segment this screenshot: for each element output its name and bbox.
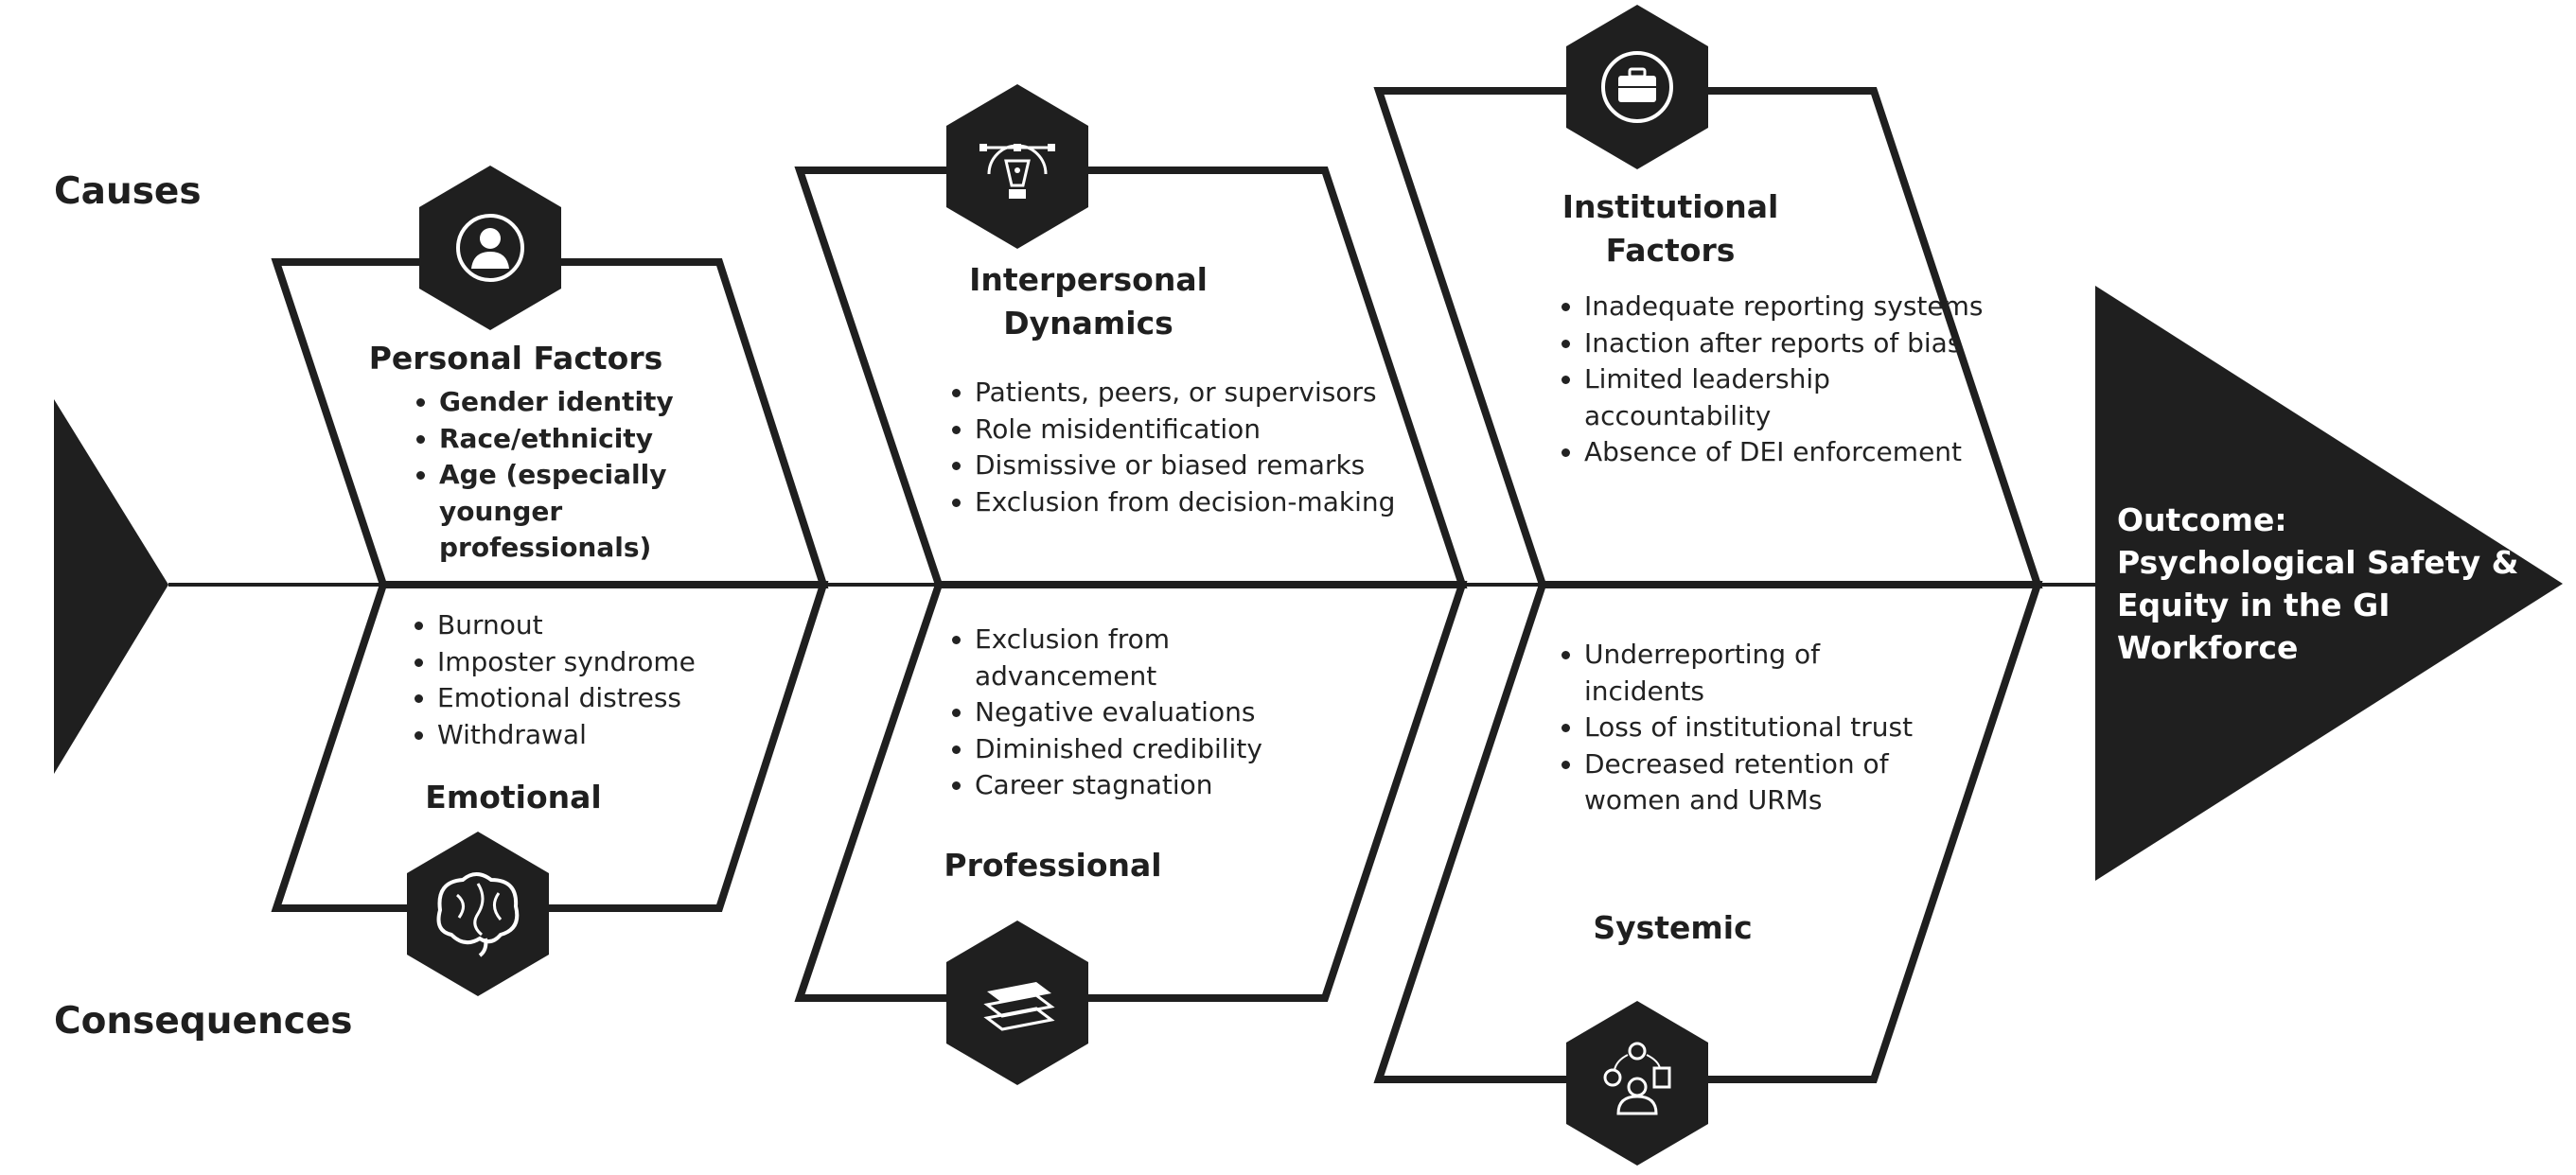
list-item: Patients, peers, or supervisors <box>975 375 1448 412</box>
outcome-line: Outcome: <box>2117 501 2287 538</box>
list-item: Age (especially younger professionals) <box>439 457 723 567</box>
outcome-line: Equity in the GI <box>2117 587 2391 623</box>
professional-heading: Professional <box>944 847 1162 884</box>
emotional-list: Burnout Imposter syndrome Emotional dist… <box>397 607 778 753</box>
outcome-arrowhead <box>2095 286 2563 881</box>
personal-factors-list: Gender identity Race/ethnicity Age (espe… <box>399 384 723 567</box>
systemic-box <box>1373 581 2043 1083</box>
list-item: Dismissive or biased remarks <box>975 447 1448 484</box>
emotional-box <box>271 581 829 912</box>
emotional-heading: Emotional <box>425 779 602 815</box>
list-item: Exclusion from advancement <box>975 622 1287 694</box>
layers-icon <box>946 921 1088 1085</box>
professional-list: Exclusion from advancement Negative eval… <box>935 622 1287 804</box>
list-item: Decreased retention of women and URMs <box>1584 746 1925 819</box>
outcome-line: Workforce <box>2117 629 2299 666</box>
outcome-text: Outcome: Psychological Safety & Equity i… <box>2117 499 2533 669</box>
list-item: Diminished credibility <box>975 731 1287 768</box>
list-item: Withdrawal <box>437 717 778 754</box>
person-icon <box>419 166 561 330</box>
list-item: Underreporting of incidents <box>1584 637 1925 710</box>
institutional-factors-list: Inadequate reporting systems Inaction af… <box>1544 289 2001 471</box>
interpersonal-dynamics-list: Patients, peers, or supervisors Role mis… <box>935 375 1448 520</box>
list-item: Limited leadership accountability <box>1584 361 2001 434</box>
institutional-factors-heading: Institutional Factors <box>1561 188 1779 269</box>
outcome-line: Psychological Safety & <box>2117 544 2519 581</box>
systemic-heading: Systemic <box>1593 909 1753 946</box>
pen-tool-icon <box>946 84 1088 249</box>
list-item: Emotional distress <box>437 680 778 717</box>
brain-icon <box>407 832 549 996</box>
list-item: Career stagnation <box>975 767 1287 804</box>
list-item: Inadequate reporting systems <box>1584 289 2001 325</box>
list-item: Gender identity <box>439 384 723 421</box>
list-item: Negative evaluations <box>975 694 1287 731</box>
list-item: Exclusion from decision-making <box>975 484 1448 521</box>
systemic-list: Underreporting of incidents Loss of inst… <box>1544 637 1925 819</box>
list-item: Absence of DEI enforcement <box>1584 434 2001 471</box>
briefcase-icon <box>1566 5 1708 169</box>
workflow-person-icon <box>1566 1001 1708 1166</box>
list-item: Loss of institutional trust <box>1584 710 1925 746</box>
list-item: Burnout <box>437 607 778 644</box>
tail-arrowhead <box>54 399 168 774</box>
list-item: Inaction after reports of bias <box>1584 325 2001 362</box>
consequences-label: Consequences <box>54 1000 353 1043</box>
personal-factors-heading: Personal Factors <box>368 340 663 377</box>
list-item: Role misidentification <box>975 412 1448 448</box>
list-item: Race/ethnicity <box>439 421 723 458</box>
professional-box <box>794 581 1468 1002</box>
interpersonal-dynamics-heading: Interpersonal Dynamics <box>969 261 1208 342</box>
causes-label: Causes <box>54 170 202 213</box>
list-item: Imposter syndrome <box>437 644 778 681</box>
